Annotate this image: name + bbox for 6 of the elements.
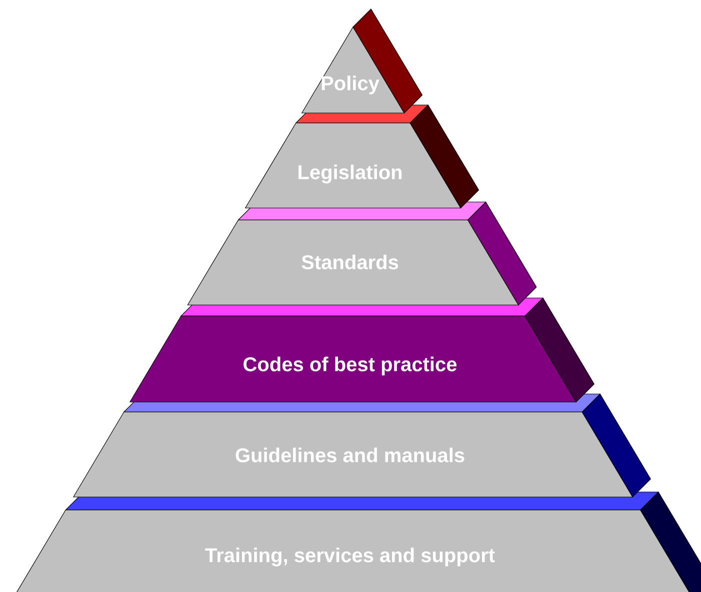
node-label: Training, services and support: [205, 548, 495, 566]
pyramid-tier: Standards: [187, 202, 537, 306]
pyramid-tier: Guidelines and manuals: [73, 394, 651, 498]
pyramid-tier: Codes of best practice: [130, 298, 594, 402]
pyramid-tier: Legislation: [245, 104, 479, 208]
pyramid-tier: Policy: [302, 8, 422, 114]
